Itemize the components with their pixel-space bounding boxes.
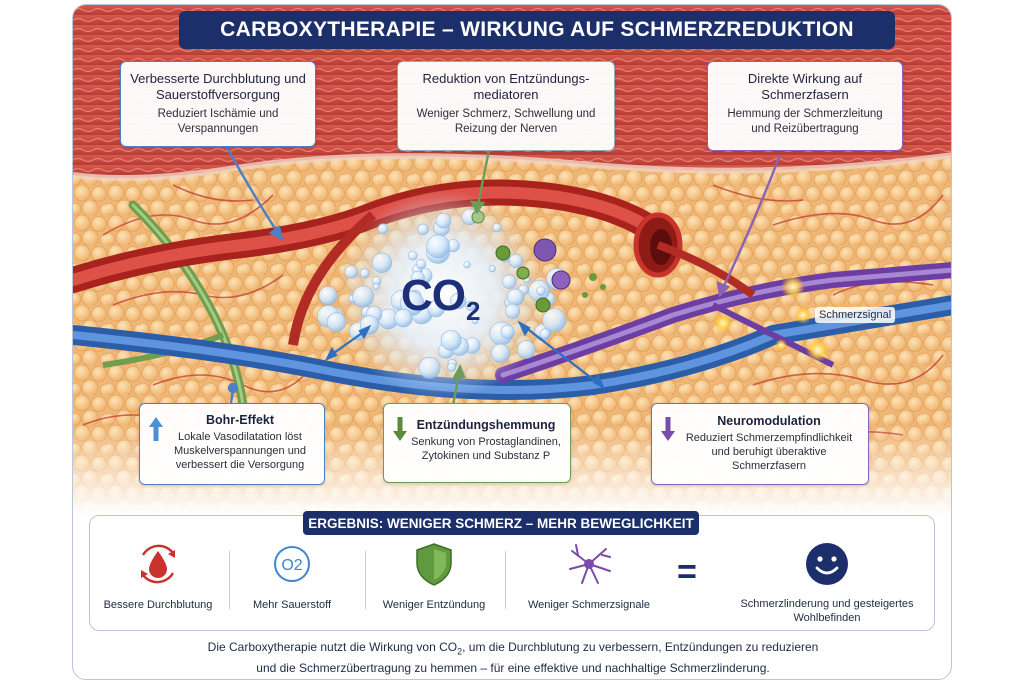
co2-bubble xyxy=(326,312,347,333)
co2-bubble xyxy=(435,212,452,229)
callout-pointers xyxy=(221,139,782,406)
divider xyxy=(365,551,366,609)
co2-bubble xyxy=(394,308,413,328)
result-item-circulation: Bessere Durchblutung xyxy=(93,541,223,611)
footer-line-2: und die Schmerzübertragung zu hemmen – f… xyxy=(256,661,770,676)
oxygen-icon: O2 xyxy=(274,546,310,582)
co2-bubble xyxy=(463,261,471,269)
co2-bubble xyxy=(371,252,393,273)
smiley-icon xyxy=(806,543,848,585)
co2-label: CO2 xyxy=(401,271,481,326)
result-item-inflammation: Weniger Entzündung xyxy=(369,541,499,611)
co2-bubble xyxy=(372,283,380,291)
result-inflammation-label: Weniger Entzündung xyxy=(382,599,486,611)
callout-circulation: Verbesserte Durchblutung und Sauerstoffv… xyxy=(120,61,316,147)
callout-pain-fibers-text: Hemmung der Schmerzleitung und Reizübert… xyxy=(727,108,883,135)
co2-bubble xyxy=(352,285,374,308)
co2-bubble xyxy=(447,362,457,372)
callout-pain-fibers-heading: Direkte Wirkung auf Schmerzfasern xyxy=(747,71,863,102)
mechanism-anti-inflammation: Entzündungshemmung Senkung von Prostagla… xyxy=(383,403,571,483)
callout-inflammation-heading: Reduktion von Entzündungs-mediatoren xyxy=(422,71,590,102)
callout-pain-fibers: Direkte Wirkung auf Schmerzfasern Hemmun… xyxy=(707,61,903,151)
mechanism-bohr-text: Lokale Vasodilatation löst Muskelverspan… xyxy=(173,431,307,471)
mechanism-neuro-heading: Neuromodulation xyxy=(717,414,821,428)
callout-inflammation: Reduktion von Entzündungs-mediatoren Wen… xyxy=(397,61,615,151)
result-circulation-label: Bessere Durchblutung xyxy=(103,599,213,611)
co2-bubble xyxy=(516,340,536,359)
callout-circulation-text: Reduziert Ischämie und Verspannungen xyxy=(157,108,279,135)
co2-bubble xyxy=(407,250,418,261)
artery xyxy=(73,179,756,346)
arrow-up-icon xyxy=(149,417,163,441)
blood-drop-cycle-icon xyxy=(141,544,175,584)
co2-bubble xyxy=(450,292,467,310)
flow-arrows xyxy=(324,320,606,390)
co2-bubble xyxy=(539,328,551,340)
footer-text: Die Carboxytherapie nutzt die Wirkung vo… xyxy=(73,639,951,677)
co2-bubble xyxy=(508,253,524,269)
callout-circulation-heading: Verbesserte Durchblutung und Sauerstoffv… xyxy=(130,71,306,102)
mechanism-bohr-heading: Bohr-Effekt xyxy=(205,413,275,427)
co2-bubble xyxy=(490,343,511,363)
result-final: Schmerzlinderung und gesteigertes Wohlbe… xyxy=(737,541,917,625)
mechanism-bohr-effect: Bohr-Effekt Lokale Vasodilatation löst M… xyxy=(139,403,325,485)
co2-bubble xyxy=(536,286,546,296)
co2-bubble xyxy=(504,303,520,319)
co2-bubble xyxy=(542,308,567,333)
divider xyxy=(505,551,506,609)
divider xyxy=(229,551,230,609)
equals-sign: = xyxy=(677,553,697,591)
pain-signal-label: Schmerzsignal xyxy=(815,307,896,323)
result-title: ERGEBNIS: WENIGER SCHMERZ – MEHR BEWEGLI… xyxy=(303,511,699,535)
result-item-oxygen: O2 Mehr Sauerstoff xyxy=(227,541,357,611)
result-oxygen-label: Mehr Sauerstoff xyxy=(252,599,332,611)
co2-bubble xyxy=(417,223,429,236)
co2-bubble xyxy=(418,356,441,379)
co2-bubble xyxy=(410,270,425,285)
co2-bubble xyxy=(359,268,370,279)
co2-bubble xyxy=(492,223,502,233)
mechanism-neuromodulation: Neuromodulation Reduziert Schmerzempfind… xyxy=(651,403,869,485)
mechanism-inflammation-heading: Entzündungshemmung xyxy=(416,418,556,432)
co2-bubble xyxy=(427,299,445,318)
co2-bubble xyxy=(488,265,496,273)
mechanism-neuro-text: Reduziert Schmerzempfindlichkeit und ber… xyxy=(685,432,853,472)
co2-bubble xyxy=(426,234,450,259)
footer-line-1: Die Carboxytherapie nutzt die Wirkung vo… xyxy=(207,640,819,657)
co2-bubble xyxy=(377,223,389,235)
co2-bubble xyxy=(465,300,476,311)
page-title: CARBOXYTHERAPIE – WIRKUNG AUF SCHMERZRED… xyxy=(179,11,895,49)
inflammation-particles xyxy=(471,210,606,313)
co2-bubble-cloud xyxy=(317,190,568,400)
co2-bubble xyxy=(506,288,525,306)
co2-bubble xyxy=(501,274,517,289)
result-final-label: Schmerzlinderung und gesteigertes Wohlbe… xyxy=(740,598,914,624)
callout-inflammation-text: Weniger Schmerz, Schwellung und Reizung … xyxy=(416,108,596,135)
co2-bubble xyxy=(344,265,359,279)
result-item-pain-signals: Weniger Schmerzsignale xyxy=(521,541,657,611)
infographic-frame: CARBOXYTHERAPIE – WIRKUNG AUF SCHMERZRED… xyxy=(72,4,952,680)
co2-bubble xyxy=(415,259,427,270)
co2-bubble xyxy=(318,286,338,306)
arrow-down-icon xyxy=(393,417,407,441)
arrow-down-icon xyxy=(661,417,675,441)
neuron-icon xyxy=(569,544,611,584)
co2-bubble xyxy=(440,329,462,351)
svg-text:O2: O2 xyxy=(281,557,302,574)
co2-bubble xyxy=(471,317,479,325)
shield-icon xyxy=(416,543,452,586)
result-pain-signals-label: Weniger Schmerzsignale xyxy=(527,599,651,611)
mechanism-inflammation-text: Senkung von Prostaglandinen, Zytokinen u… xyxy=(411,436,561,462)
pain-signal-sparks xyxy=(713,275,830,362)
co2-bubble xyxy=(500,324,515,339)
